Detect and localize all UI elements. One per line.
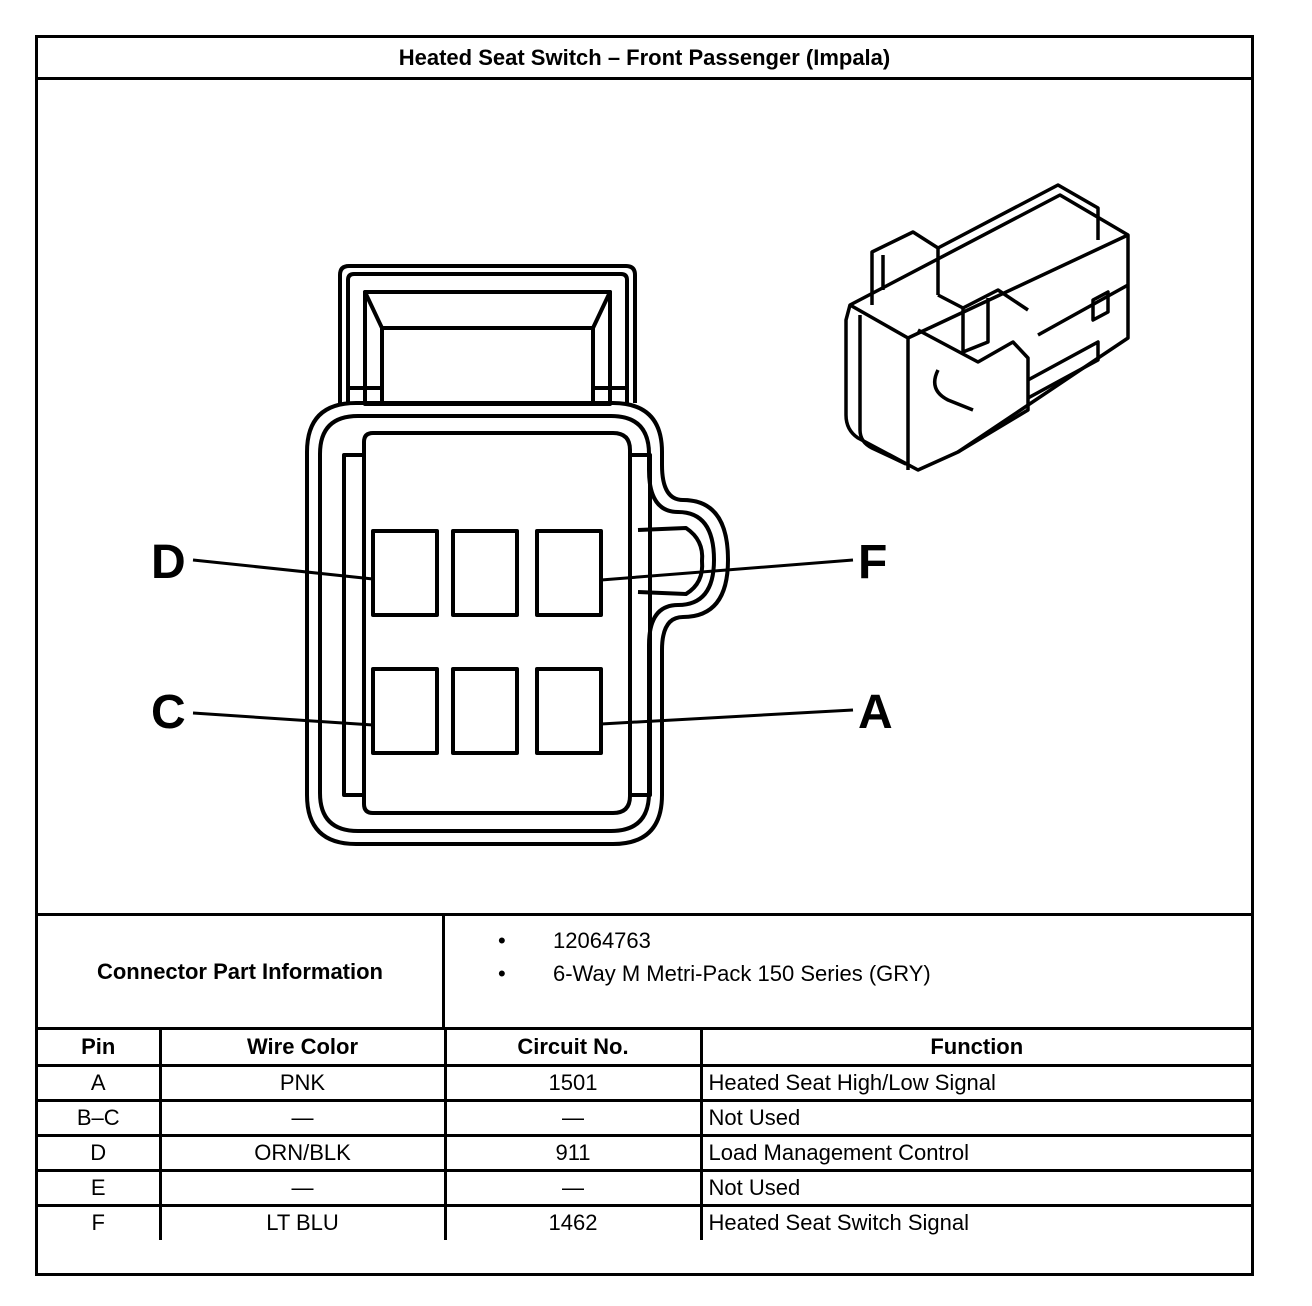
pin-cell: D (38, 1133, 162, 1172)
key-slot (637, 526, 705, 596)
function-cell: Not Used (699, 1098, 1251, 1137)
circuit-cell: 1501 (443, 1063, 703, 1102)
label-f: F (858, 536, 887, 589)
pin-cell: F (38, 1203, 162, 1240)
circuit-cell: 911 (443, 1133, 703, 1172)
pin-cell: E (38, 1168, 162, 1207)
function-cell: Not Used (699, 1168, 1251, 1207)
cavity-frame (362, 431, 632, 815)
connector-body-inner (318, 414, 716, 833)
latch-window (363, 290, 612, 406)
table-row: A PNK 1501 Heated Seat High/Low Signal (38, 1063, 1251, 1102)
connector-diagram: D F C A (38, 80, 1251, 913)
latch-outer (338, 264, 637, 403)
wire-color-cell: PNK (158, 1063, 447, 1102)
wire-color-cell: — (158, 1168, 447, 1207)
header-circuit-no: Circuit No. (443, 1030, 703, 1067)
connector-face-view: D F C A (151, 183, 1130, 846)
function-cell: Heated Seat Switch Signal (699, 1203, 1251, 1240)
table-row: E — — Not Used (38, 1168, 1251, 1207)
pin-cell: B–C (38, 1098, 162, 1137)
label-d: D (151, 536, 186, 589)
wire-color-cell: ORN/BLK (158, 1133, 447, 1172)
connector-sheet: Heated Seat Switch – Front Passenger (Im… (35, 35, 1254, 1276)
circuit-cell: 1462 (443, 1203, 703, 1240)
cavity-a (535, 667, 603, 755)
latch-bevel (363, 290, 612, 330)
label-c: C (151, 686, 186, 739)
cavity-d (371, 529, 439, 617)
leader-c (192, 711, 374, 727)
cavity-c (371, 667, 439, 755)
header-pin: Pin (38, 1030, 162, 1067)
wire-color-cell: — (158, 1098, 447, 1137)
wire-color-cell: LT BLU (158, 1203, 447, 1240)
connector-body (305, 401, 730, 846)
table-row: B–C — — Not Used (38, 1098, 1251, 1137)
leader-d (192, 558, 374, 581)
connector-part-info-label: Connector Part Information (38, 916, 445, 1027)
cavity-f (535, 529, 603, 617)
cavity-b (451, 667, 519, 755)
cavity-e (451, 529, 519, 617)
header-function: Function (699, 1030, 1251, 1067)
page-title: Heated Seat Switch – Front Passenger (Im… (38, 38, 1251, 80)
function-cell: Load Management Control (699, 1133, 1251, 1172)
circuit-cell: — (443, 1098, 703, 1137)
pin-cell: A (38, 1063, 162, 1102)
label-a: A (858, 686, 893, 739)
connector-part-info: Connector Part Information 12064763 6-Wa… (38, 913, 1251, 1030)
connector-isometric-view (844, 183, 1130, 472)
table-row: D ORN/BLK 911 Load Management Control (38, 1133, 1251, 1172)
leader-a (600, 708, 854, 726)
connector-part-info-list: 12064763 6-Way M Metri-Pack 150 Series (… (468, 924, 931, 990)
table-row: F LT BLU 1462 Heated Seat Switch Signal (38, 1203, 1251, 1240)
leader-f (600, 558, 854, 582)
circuit-cell: — (443, 1168, 703, 1207)
pin-table: Pin Wire Color Circuit No. Function A PN… (38, 1030, 1251, 1240)
pin-table-header: Pin Wire Color Circuit No. Function (38, 1030, 1251, 1067)
connector-description: 6-Way M Metri-Pack 150 Series (GRY) (468, 957, 931, 990)
function-cell: Heated Seat High/Low Signal (699, 1063, 1251, 1102)
latch-inner (346, 272, 629, 403)
part-number: 12064763 (468, 924, 931, 957)
header-wire-color: Wire Color (158, 1030, 447, 1067)
